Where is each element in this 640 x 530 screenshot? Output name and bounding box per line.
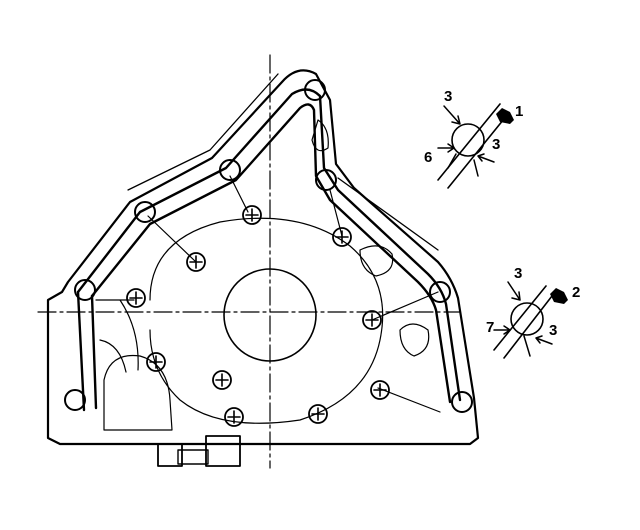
cover-screws — [126, 205, 390, 427]
screw-icon — [186, 252, 206, 272]
sealant-bead-circle — [510, 302, 544, 336]
width-right-label: 3 — [492, 136, 500, 153]
screw-icon — [332, 227, 352, 247]
bolt-hole — [451, 391, 473, 413]
bolt-hole — [219, 159, 241, 181]
bolt-hole — [74, 279, 96, 301]
screw-icon — [146, 352, 166, 372]
interior-ribs — [95, 119, 441, 413]
pump-chamber-outline — [149, 217, 384, 424]
gasket-groove-outer — [76, 88, 462, 402]
gasket-groove-left-side — [76, 290, 98, 412]
width-top-label: 3 — [514, 265, 522, 282]
width-left-label: 6 — [424, 149, 432, 166]
flange-ledge — [127, 73, 439, 251]
screw-icon — [242, 205, 262, 225]
gasket-line — [437, 103, 501, 181]
gasket-line — [447, 113, 509, 189]
perimeter-bolt-holes — [64, 79, 473, 413]
bolt-hole — [134, 201, 156, 223]
screw-icon — [126, 288, 146, 308]
sealant-bead-circle — [451, 123, 485, 157]
housing-outer-outline — [46, 69, 480, 446]
sealant-detail-2: 3 7 3 2 — [486, 265, 580, 359]
housing-body — [46, 69, 480, 467]
arrow-top — [507, 281, 521, 301]
gasket-groove-inner — [90, 103, 452, 404]
width-top-label: 3 — [444, 88, 452, 105]
arrow-right — [535, 335, 553, 345]
arrow-right — [477, 153, 495, 163]
leader-line — [523, 335, 531, 357]
gasket-line — [493, 285, 547, 351]
width-right-label: 3 — [549, 322, 557, 339]
bottom-boss-right — [177, 449, 209, 465]
bolt-hole — [429, 281, 451, 303]
bottom-boss-left — [157, 443, 183, 467]
sealant-detail-1: 3 6 3 1 — [424, 88, 523, 189]
width-left-label: 7 — [486, 319, 494, 336]
bottom-boss-middle — [205, 435, 241, 467]
bolt-hole — [315, 169, 337, 191]
screw-icon — [212, 370, 232, 390]
arrow-left — [493, 325, 511, 335]
bolt-hole — [304, 79, 326, 101]
screw-icon — [308, 404, 328, 424]
detail-marker-label: 2 — [572, 284, 580, 301]
screw-icon — [362, 310, 382, 330]
pointing-hand-icon — [496, 108, 514, 124]
screw-icon — [370, 380, 390, 400]
rotor-bore — [223, 268, 317, 362]
detail-marker-label: 1 — [515, 103, 523, 120]
arrow-top — [443, 105, 461, 125]
bolt-hole — [64, 389, 86, 411]
pointing-hand-icon — [550, 288, 568, 304]
arrow-left — [437, 143, 455, 153]
leader-line — [447, 153, 457, 169]
leader-line — [473, 159, 479, 177]
screw-icon — [224, 407, 244, 427]
lower-left-pocket — [103, 354, 173, 431]
gasket-line — [503, 295, 553, 359]
